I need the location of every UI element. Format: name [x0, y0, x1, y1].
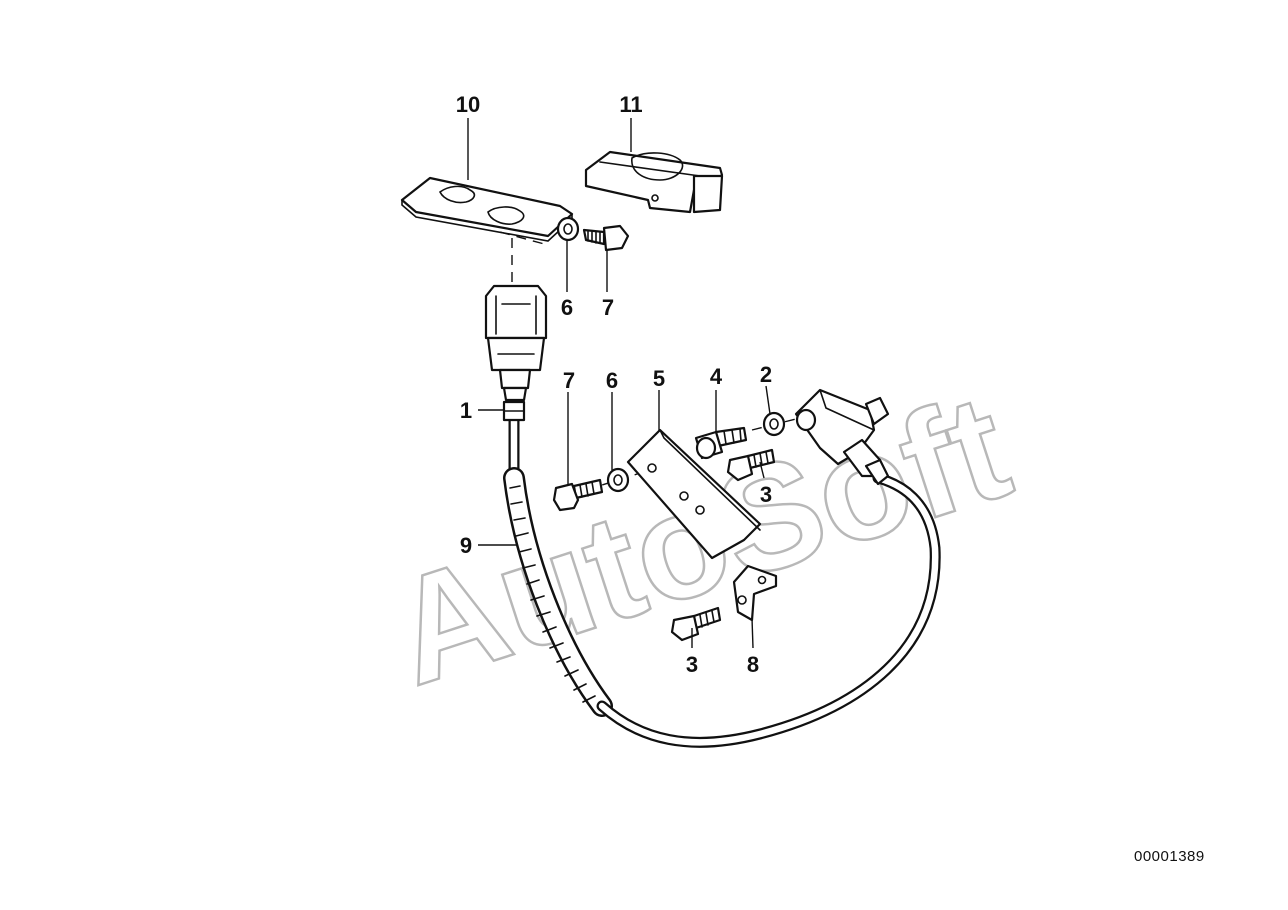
- callout-1: 1: [460, 398, 472, 423]
- callout-9: 9: [460, 533, 472, 558]
- part-4-sleeve-bolt: [694, 426, 748, 460]
- callout-8: 8: [747, 652, 759, 677]
- callout-6-mid: 6: [606, 368, 618, 393]
- part-7-bolt-top: [582, 224, 630, 252]
- callout-7-top: 7: [602, 295, 614, 320]
- callout-11: 11: [619, 92, 642, 117]
- callout-3-bottom: 3: [686, 652, 698, 677]
- part-7-bolt-mid: [552, 478, 604, 512]
- part-11-bracket: [584, 150, 724, 214]
- callout-7-mid: 7: [563, 368, 575, 393]
- document-id: 00001389: [1134, 848, 1205, 865]
- leader-3a: [759, 461, 765, 479]
- callout-4: 4: [710, 364, 723, 389]
- part-1-connector: [484, 284, 548, 402]
- part-6-washer-top: [556, 216, 580, 242]
- part-2-washer: [762, 411, 786, 437]
- callout-5: 5: [653, 366, 665, 391]
- assembly-line-10-washer: [499, 231, 549, 246]
- callout-6-top: 6: [561, 295, 573, 320]
- part-8-small-bracket: [732, 564, 778, 622]
- callout-10: 10: [456, 92, 480, 117]
- leader-2: [765, 385, 771, 415]
- callout-2: 2: [760, 362, 772, 387]
- callout-3-mid: 3: [760, 482, 772, 507]
- part-6-washer-mid: [606, 467, 630, 493]
- part-1-sensor: [794, 388, 890, 486]
- leader-8: [751, 617, 754, 649]
- part-3-bolt-mid: [726, 448, 776, 482]
- part-10-gasket-plate: [400, 176, 574, 242]
- part-5-bracket-plate: [626, 428, 762, 560]
